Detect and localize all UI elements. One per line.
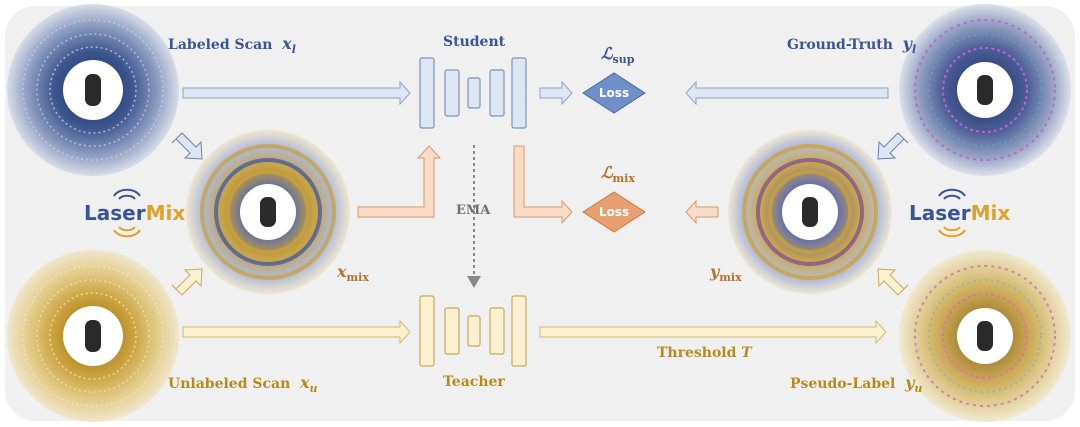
lasermix-logo-arcs-right	[938, 188, 966, 238]
logo-right-mix: Mix	[970, 201, 1011, 225]
pseudo-label-subscript: u	[914, 381, 923, 395]
arrow-unlabeled-to-teacher	[182, 319, 411, 345]
loss-sup-diamond	[582, 72, 646, 114]
car-icon	[85, 320, 101, 352]
car-icon	[85, 74, 101, 106]
car-icon	[260, 197, 276, 227]
loss-sup-symbol-label: ℒsup	[601, 44, 634, 66]
ground-truth-symbol: y	[902, 34, 912, 53]
pseudo-label-symbol: y	[905, 373, 915, 392]
arrow-gt-to-ymix	[877, 132, 909, 160]
teacher-network	[419, 295, 527, 367]
loss-mix-symbol-label: ℒmix	[601, 163, 635, 185]
loss-mix-subscript: mix	[612, 171, 635, 185]
logo-left-laser: Laser	[84, 201, 146, 225]
threshold-text: Threshold	[657, 345, 737, 361]
unlabeled-scan-subscript: u	[309, 381, 318, 395]
labeled-scan-subscript: l	[291, 42, 296, 56]
car-icon	[802, 197, 818, 227]
pseudo-label-image	[899, 250, 1071, 422]
loss-mix-symbol: ℒ	[601, 163, 613, 182]
threshold-symbol: T	[741, 345, 752, 361]
student-network	[419, 57, 527, 129]
logo-right-laser: Laser	[909, 201, 971, 225]
mixed-label-image	[728, 130, 892, 294]
unlabeled-scan-text: Unlabeled Scan	[168, 376, 291, 392]
loss-mix-diamond	[582, 191, 646, 233]
arrow-labeled-to-mix	[171, 132, 203, 160]
teacher-label: Teacher	[443, 374, 505, 390]
loss-sup-subscript: sup	[612, 52, 635, 66]
logo-left-mix: Mix	[145, 201, 186, 225]
ground-truth-text: Ground-Truth	[787, 37, 893, 53]
labeled-scan-label: Labeled Scan xl	[168, 34, 296, 56]
arrow-gt-to-loss-sup	[685, 80, 889, 106]
arrow-ema	[467, 145, 481, 288]
unlabeled-scan-symbol: x	[300, 373, 310, 392]
arrow-student-to-loss-sup	[539, 80, 573, 106]
mixed-scan-image	[186, 130, 350, 294]
xmix-symbol: x	[337, 262, 347, 281]
arrow-pl-to-ymix	[877, 268, 909, 296]
arrow-mix-to-student	[357, 145, 442, 218]
pseudo-label-text: Pseudo-Label	[790, 376, 896, 392]
lasermix-logo-left: LaserMix	[84, 201, 185, 225]
loss-sup-box-label: Loss	[598, 86, 630, 100]
labeled-scan-text: Labeled Scan	[168, 37, 273, 53]
lasermix-logo-right: LaserMix	[909, 201, 1010, 225]
labeled-scan-symbol: x	[282, 34, 292, 53]
arrow-student-to-loss-mix	[513, 145, 573, 225]
ema-label: EMA	[456, 203, 491, 218]
unlabeled-scan-label: Unlabeled Scan xu	[168, 373, 318, 395]
loss-mix-box-label: Loss	[598, 205, 630, 219]
ground-truth-label: Ground-Truth yl	[787, 34, 916, 56]
student-label: Student	[443, 34, 506, 50]
threshold-label: Threshold T	[657, 345, 752, 361]
arrow-labeled-to-student	[182, 80, 411, 106]
car-icon	[977, 321, 993, 351]
arrow-unlabeled-to-mix	[171, 268, 203, 296]
ground-truth-image	[899, 4, 1071, 176]
xmix-subscript: mix	[346, 270, 369, 284]
labeled-scan-image	[7, 4, 179, 176]
lasermix-logo-arcs-left	[113, 188, 141, 238]
ymix-subscript: mix	[719, 270, 742, 284]
arrow-ymix-to-loss-mix	[685, 199, 719, 225]
car-icon	[977, 75, 993, 105]
unlabeled-scan-image	[7, 250, 179, 422]
loss-sup-symbol: ℒ	[601, 44, 613, 63]
ymix-symbol: y	[710, 262, 720, 281]
xmix-label: xmix	[337, 262, 369, 284]
arrow-teacher-to-pseudo-label	[539, 319, 887, 345]
ymix-label: ymix	[710, 262, 742, 284]
pseudo-label-label: Pseudo-Label yu	[790, 373, 922, 395]
ground-truth-subscript: l	[911, 42, 917, 56]
